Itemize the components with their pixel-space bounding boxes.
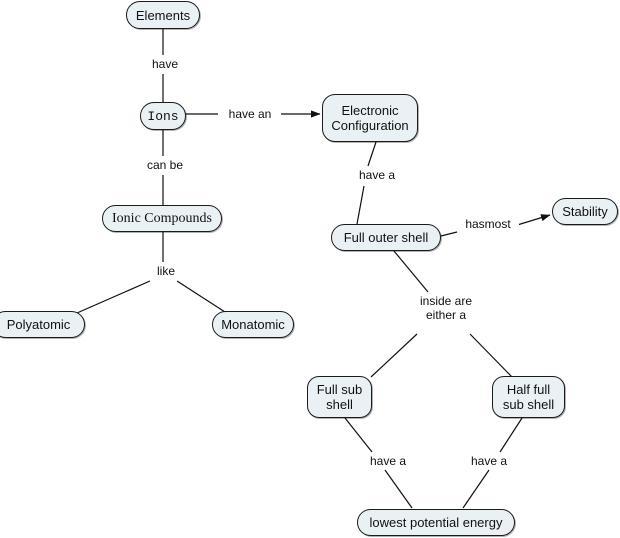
edge-inside-halffull	[469, 333, 513, 378]
node-electronic-configuration[interactable]: Electronic Configuration	[322, 94, 418, 142]
edge-halffull-lowest-b	[462, 469, 490, 509]
edge-electronic-fullouter-a	[367, 141, 377, 167]
edge-label-hasmost: hasmost	[457, 217, 519, 231]
node-polyatomic[interactable]: Polyatomic	[0, 311, 85, 338]
edge-fullouter-stability-b	[513, 214, 551, 227]
node-full-sub-shell[interactable]: Full sub shell	[307, 376, 372, 418]
edge-like-polyatomic	[76, 280, 151, 314]
edge-label-inside-are-either-a: inside are either a	[408, 294, 484, 322]
edge-label-have: have	[139, 57, 191, 71]
node-full-outer-shell[interactable]: Full outer shell	[331, 224, 441, 251]
edge-label-have-a-top: have a	[350, 168, 404, 182]
edge-inside-fullsub	[370, 333, 418, 378]
edge-fullouter-stability-a	[440, 231, 458, 237]
edge-electronic-fullouter-b	[356, 185, 365, 225]
edge-halffull-lowest-a	[499, 417, 523, 453]
edge-fullouter-inside	[393, 250, 429, 293]
edge-label-have-an: have an	[219, 107, 281, 121]
node-ionic-compounds[interactable]: Ionic Compounds	[102, 205, 222, 232]
edge-label-like: like	[146, 264, 186, 278]
edge-like-monatomic	[176, 280, 226, 313]
node-monatomic[interactable]: Monatomic	[212, 311, 294, 338]
node-half-full-sub-shell[interactable]: Half full sub shell	[492, 376, 565, 418]
node-ions[interactable]: Ions	[140, 102, 186, 130]
edge-fullsub-lowest-a	[344, 417, 373, 453]
edge-label-have-a-right: have a	[462, 454, 516, 468]
node-lowest-potential-energy[interactable]: lowest potential energy	[357, 509, 515, 536]
node-stability[interactable]: Stability	[552, 198, 618, 225]
node-elements[interactable]: Elements	[126, 1, 200, 29]
edge-fullsub-lowest-b	[384, 469, 413, 509]
edge-label-can-be: can be	[134, 158, 196, 172]
edge-label-have-a-left: have a	[361, 454, 415, 468]
